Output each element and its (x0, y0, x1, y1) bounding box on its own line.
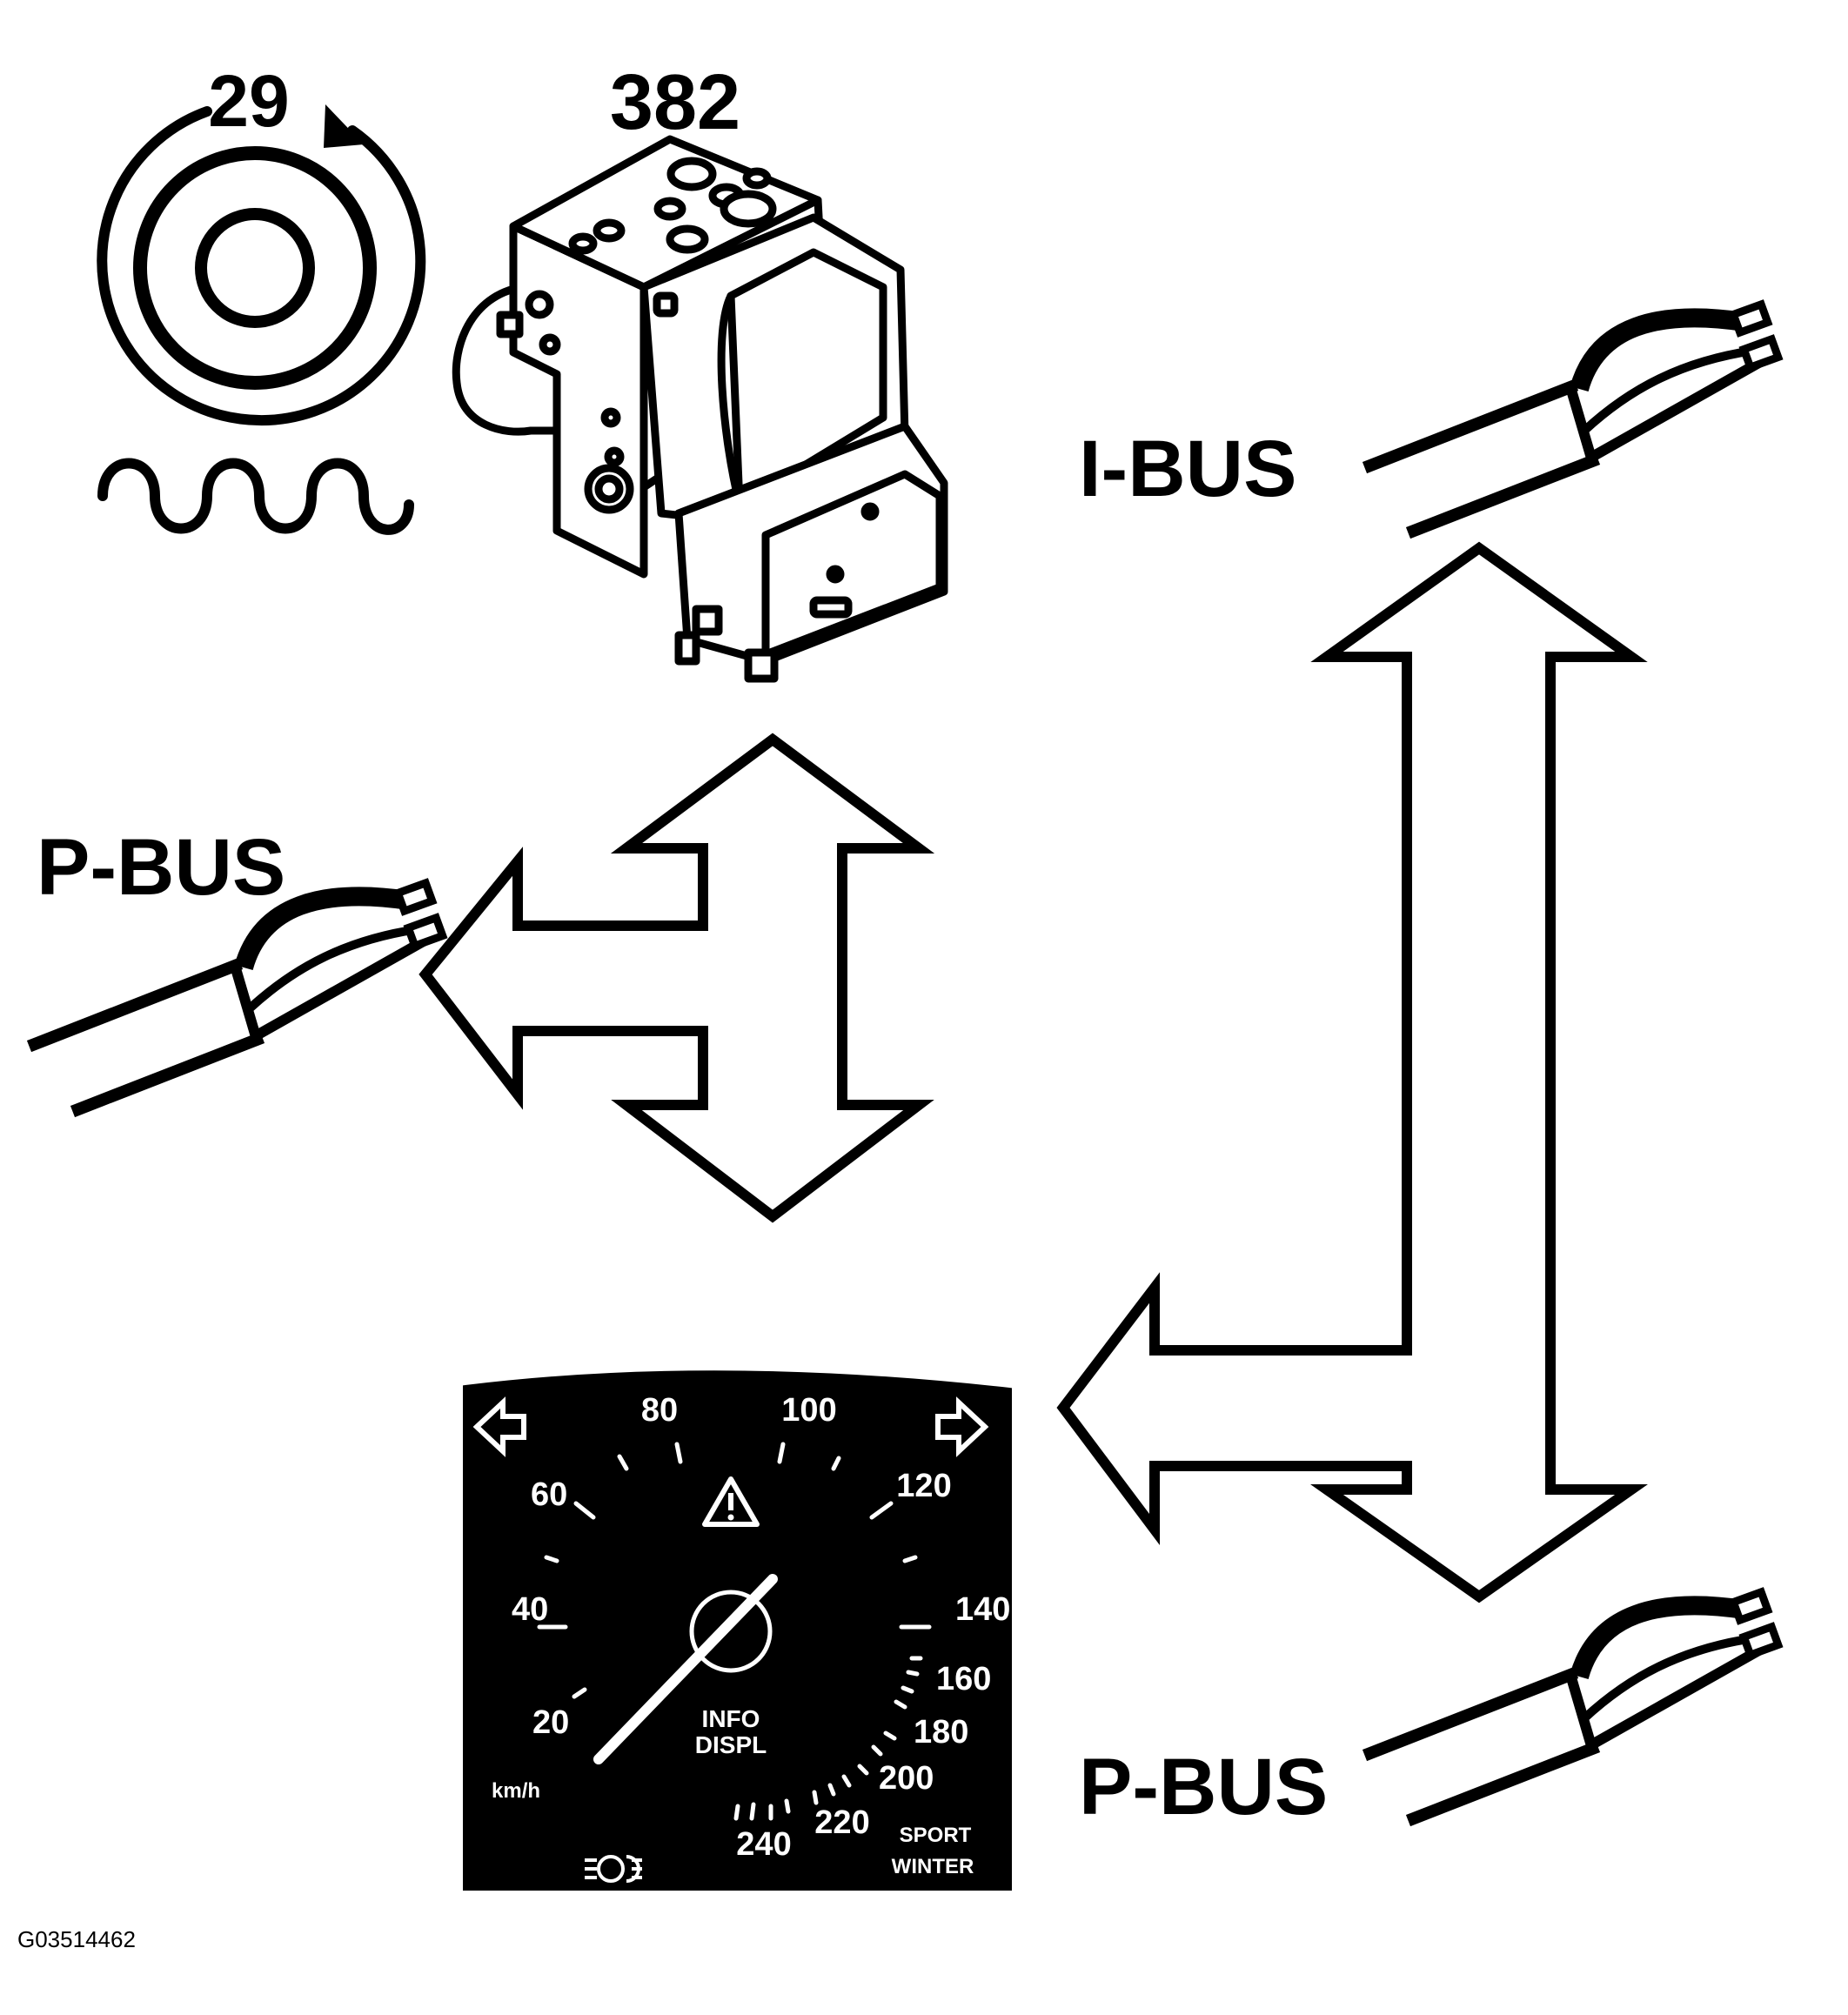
speed-tick-label-160: 160 (936, 1661, 991, 1697)
winter-mode-label: WINTER (892, 1855, 974, 1878)
speed-tick-mark (572, 1687, 587, 1699)
needle-hub (689, 1590, 773, 1673)
speed-tick-mark (777, 1442, 786, 1464)
speed-tick-labels: 20 40 60 80 100 120 140 160 180 200 220 240 (512, 1392, 1010, 1863)
speed-tick-label-80: 80 (641, 1392, 678, 1429)
speed-tick-label-100: 100 (781, 1392, 836, 1429)
speed-tick-mark (906, 1670, 920, 1677)
speed-tick-marks (537, 1442, 932, 1821)
speed-tick-mark (749, 1802, 756, 1821)
speed-tick-label-40: 40 (512, 1591, 548, 1628)
speed-tick-label-240: 240 (736, 1826, 791, 1863)
speed-tick-mark (902, 1555, 918, 1563)
pbus-right-label: P-BUS (1079, 1743, 1328, 1831)
speed-tick-label-180: 180 (914, 1714, 968, 1751)
speed-tick-mark (784, 1798, 791, 1814)
turn-right-icon (935, 1396, 989, 1457)
instrument-cluster: 20 40 60 80 100 120 140 160 180 200 220 240 km/h IN… (463, 1370, 1012, 1891)
sport-mode-label: SPORT (900, 1824, 972, 1847)
turn-left-icon (472, 1396, 526, 1457)
pbus-left-connector-icon (35, 883, 443, 1109)
ibus-pbus-arrow (1056, 541, 1648, 1603)
speed-tick-mark (827, 1783, 836, 1797)
headlight-icon (585, 1854, 642, 1884)
speed-tick-mark (831, 1456, 841, 1471)
module-number-label: 382 (610, 59, 740, 146)
speed-needle (593, 1574, 778, 1764)
figure-code: G03514462 (17, 1926, 136, 1952)
speed-tick-label-200: 200 (879, 1760, 934, 1797)
speed-tick-mark (869, 1501, 894, 1520)
speed-tick-mark (812, 1790, 819, 1805)
speed-tick-mark (883, 1730, 897, 1741)
info-display-line2: DISPL (695, 1731, 767, 1758)
sensor-number-label: 29 (208, 60, 289, 142)
speed-tick-label-60: 60 (531, 1476, 567, 1513)
speed-tick-mark (857, 1764, 869, 1776)
speed-tick-label-140: 140 (955, 1591, 1010, 1628)
speed-tick-mark (871, 1744, 883, 1757)
ibus-connector-icon (1370, 305, 1778, 531)
pbus-right-connector-icon (1370, 1592, 1778, 1818)
speed-tick-mark (894, 1699, 907, 1710)
ibus-label: I-BUS (1079, 425, 1296, 513)
speed-tick-mark (901, 1685, 914, 1694)
speed-tick-mark (617, 1454, 629, 1471)
unit-label: km/h (492, 1779, 540, 1803)
speed-tick-label-20: 20 (532, 1704, 569, 1741)
warning-triangle-icon (702, 1476, 760, 1527)
wheel-speed-sensor-icon (97, 104, 426, 535)
info-display-line1: INFO (702, 1705, 760, 1732)
pbus-left-label: P-BUS (37, 823, 285, 912)
abs-module-icon (452, 135, 948, 683)
speed-tick-mark (733, 1804, 740, 1821)
speed-tick-mark (544, 1555, 559, 1563)
speed-tick-mark (674, 1442, 683, 1464)
speed-tick-mark (841, 1774, 852, 1788)
speed-tick-label-120: 120 (896, 1468, 951, 1504)
speed-tick-mark (573, 1501, 596, 1520)
module-bus-arrow (418, 733, 935, 1223)
speed-tick-label-220: 220 (814, 1804, 869, 1841)
